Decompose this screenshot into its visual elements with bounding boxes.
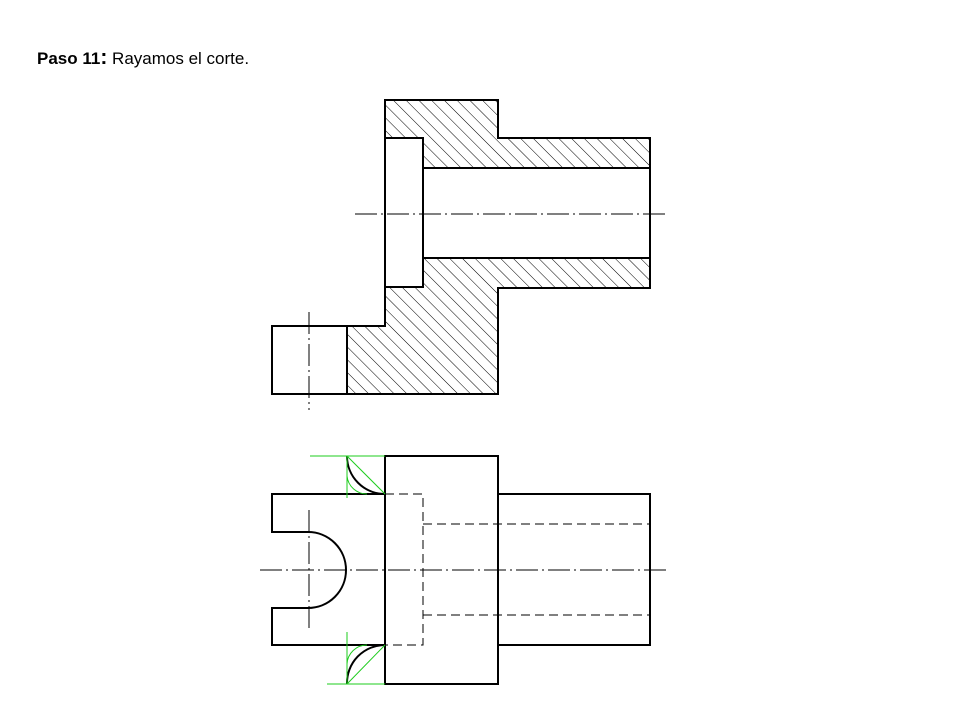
step-description: Rayamos el corte. xyxy=(107,49,250,68)
fillet-arc-top xyxy=(346,455,386,495)
slide-title: Paso 11: Rayamos el corte. xyxy=(37,46,249,70)
hatched-top-wall xyxy=(384,99,651,169)
counterbore-outline xyxy=(384,137,424,288)
bore-outline xyxy=(423,167,651,259)
title-colon: : xyxy=(100,46,108,69)
step-label: Paso 11 xyxy=(37,49,101,68)
construction-lines xyxy=(310,455,386,685)
section-view xyxy=(271,99,668,410)
hatched-bottom-body xyxy=(346,257,651,395)
plan-view xyxy=(260,455,668,685)
